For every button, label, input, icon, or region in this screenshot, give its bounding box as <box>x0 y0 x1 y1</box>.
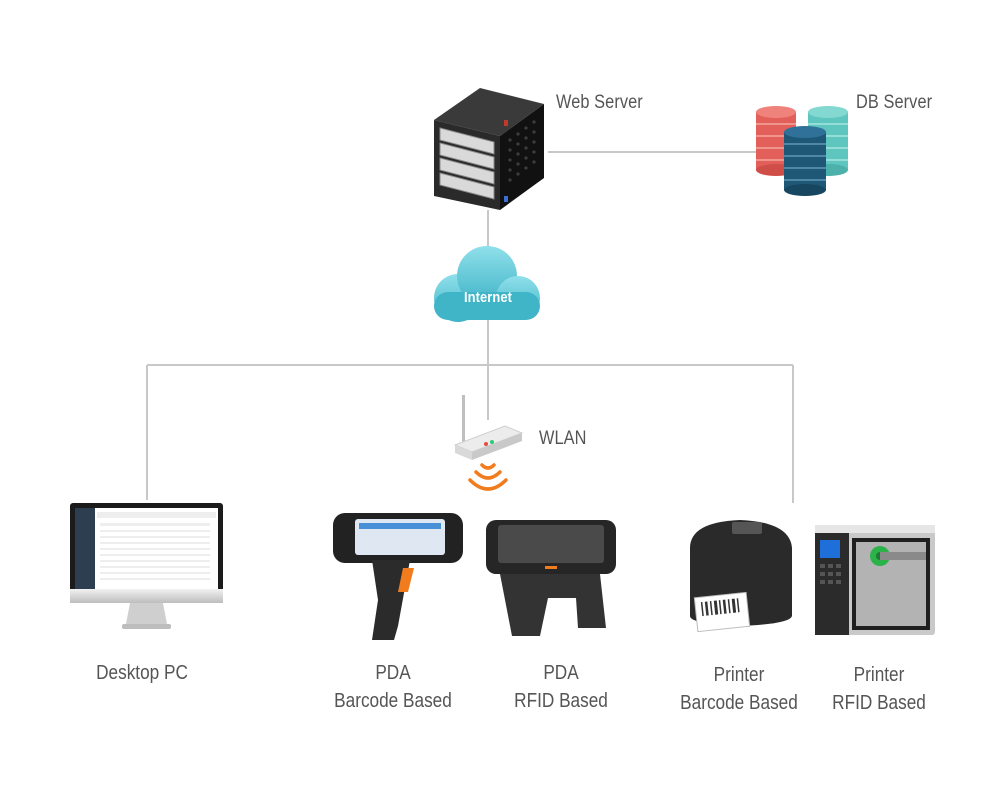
connector-lines <box>146 151 794 503</box>
barcode-printer-icon <box>690 520 792 633</box>
desktop-pc-icon <box>70 503 223 629</box>
wifi-signal-icon <box>468 463 508 491</box>
wlan-router-icon <box>453 395 524 460</box>
db-server-label: DB Server <box>856 92 933 113</box>
pda-barcode-label-line2: Barcode Based <box>334 690 452 712</box>
pda-barcode-icon <box>333 513 463 640</box>
pda-barcode-label: PDA Barcode Based <box>298 659 487 715</box>
printer-barcode-label-line2: Barcode Based <box>680 692 798 714</box>
pda-rfid-label: PDA RFID Based <box>466 659 655 715</box>
wlan-label: WLAN <box>539 428 587 449</box>
rfid-printer-icon <box>815 525 935 635</box>
web-server-icon <box>434 88 544 210</box>
db-server-icon <box>756 106 848 196</box>
pda-rfid-label-line2: RFID Based <box>514 690 608 712</box>
pda-rfid-label-line1: PDA <box>543 662 579 684</box>
printer-rfid-label-line2: RFID Based <box>832 692 926 714</box>
desktop-pc-label-line1: Desktop PC <box>96 662 188 684</box>
internet-label: Internet <box>464 289 512 306</box>
pda-barcode-label-line1: PDA <box>375 662 411 684</box>
printer-barcode-label: Printer Barcode Based <box>644 661 833 717</box>
printer-rfid-label: Printer RFID Based <box>784 661 973 717</box>
desktop-pc-label: Desktop PC <box>47 659 236 687</box>
printer-barcode-label-line1: Printer <box>713 664 765 686</box>
pda-rfid-icon <box>486 520 616 636</box>
web-server-label: Web Server <box>556 92 643 113</box>
internet-cloud-icon <box>434 246 540 322</box>
printer-rfid-label-line1: Printer <box>853 664 905 686</box>
